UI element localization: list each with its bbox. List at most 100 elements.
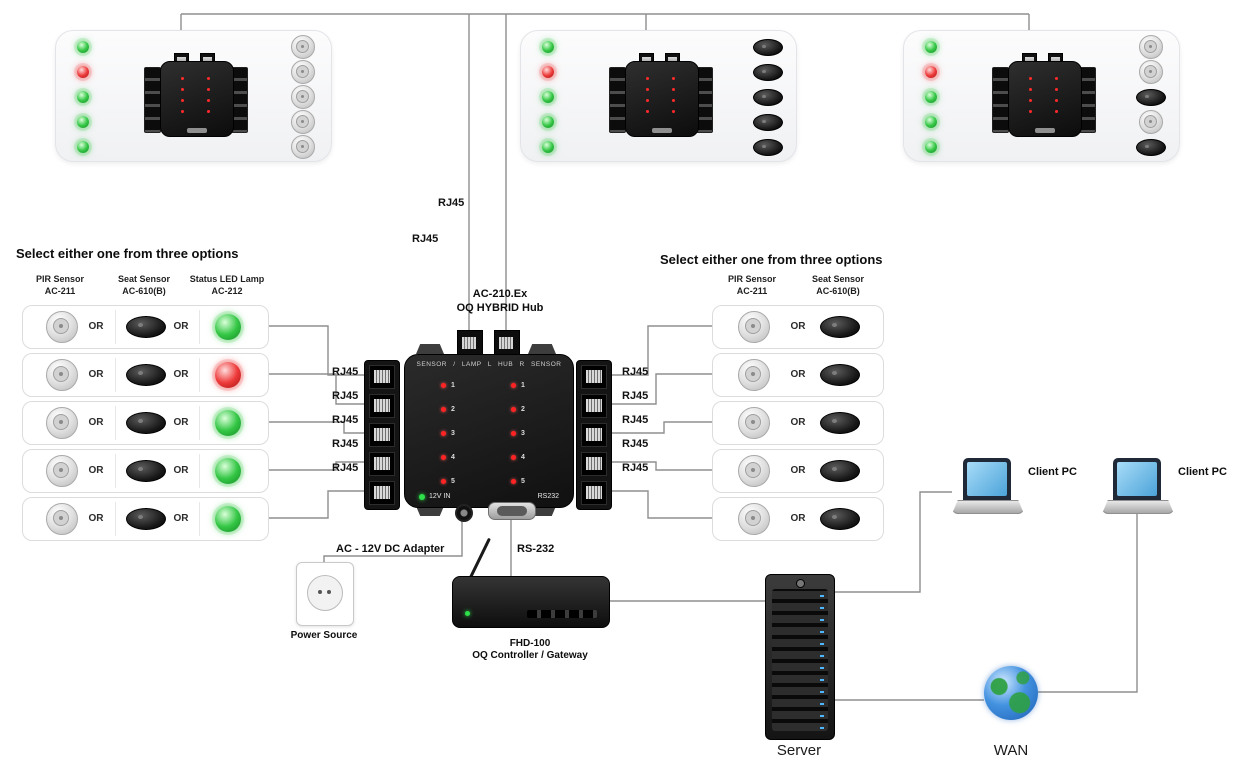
sensor-port-strip [609,67,626,133]
pir-sensor-icon [738,455,770,487]
status-led-icon [925,66,937,78]
rj45-label: RJ45 [622,414,649,426]
laptop-icon [1102,458,1174,522]
rj45-jack-icon [369,394,395,418]
rj45-label: RJ45 [622,366,649,378]
wan-globe-icon [984,666,1038,720]
status-led-icon [925,91,937,103]
red-led-icon [441,430,446,436]
hub-channel: 5 [441,477,455,485]
sensor-icon [1136,88,1166,106]
hub-channel: 1 [511,381,525,389]
sensor-icon [753,38,783,56]
or-label: OR [173,513,189,524]
mounting-tab [416,344,444,354]
seat-sensor-icon [126,412,166,434]
status-lamp-icon [215,506,241,532]
mini-hub-device [144,53,248,137]
status-led-icon [542,41,554,53]
pir-sensor-icon [46,311,78,343]
left-section-title: Select either one from three options [16,246,239,261]
sensor-icon [291,135,315,159]
status-led-icon [542,141,554,153]
red-led-icon [441,478,446,484]
sensor-panel-3 [903,30,1180,162]
or-label: OR [88,369,104,380]
or-label: OR [790,321,806,332]
or-label: OR [88,513,104,524]
status-led-icon [77,41,89,53]
sensor-port-strip [992,67,1009,133]
red-led-icon [441,454,446,460]
seat-sensor-icon [126,316,166,338]
pir-sensor-icon [738,359,770,391]
or-label: OR [173,369,189,380]
sensor-icon [753,113,783,131]
status-led-icon [925,116,937,128]
status-led-icon [542,91,554,103]
red-led-icon [511,454,516,460]
or-label: OR [88,465,104,476]
laptop-screen [1113,458,1161,500]
server-icon [765,574,835,740]
hub-channel: 3 [511,429,525,437]
divider [115,502,116,536]
rj45-label: RJ45 [622,462,649,474]
hub-channel: 2 [511,405,525,413]
client-pc-label: Client PC [1028,466,1077,478]
server-label: Server [776,742,822,759]
rj45-label: RJ45 [622,390,649,402]
power-source-label: Power Source [290,630,358,641]
divider [199,502,200,536]
pir-sensor-icon [46,455,78,487]
laptop-icon [952,458,1024,522]
or-label: OR [88,417,104,428]
right-section-title: Select either one from three options [660,252,883,267]
divider [199,358,200,392]
status-lamp-icon [215,362,241,388]
green-led-icon [419,493,425,500]
seat-sensor-icon [126,364,166,386]
rj45-jack-icon [369,423,395,447]
mini-hub-face [625,61,699,137]
rj45-jack-icon [369,452,395,476]
option-row: OR [712,305,884,349]
hub-panel-legend: SENSOR / LAMP L HUB R SENSOR [416,361,562,368]
sensor-icon [1139,110,1163,134]
or-label: OR [790,513,806,524]
gateway-model-label: FHD-100 [509,638,551,649]
server-leds [820,591,824,729]
rj45-label: RJ45 [438,197,465,209]
laptop-keyboard [952,500,1024,514]
seat-sensor-icon [820,316,860,338]
rj45-label: RJ45 [332,438,359,450]
option-row: OR OR [22,305,269,349]
divider [199,310,200,344]
mini-hub-face [160,61,234,137]
or-label: OR [790,369,806,380]
status-led-icon [77,91,89,103]
dc-jack-icon [455,504,473,522]
pir-sensor-icon [46,503,78,535]
seat-sensor-icon [820,460,860,482]
client-pc-label: Client PC [1178,466,1227,478]
sensor-port-strip [144,67,161,133]
rj45-jack-icon [369,365,395,389]
hub-model: AC-210.Ex [472,288,528,300]
rj45-jack-icon [581,481,607,505]
sensor-icon [291,60,315,84]
hub-channel: 1 [441,381,455,389]
left-port-strip [364,360,400,510]
rj45-jack-icon [581,452,607,476]
divider [115,406,116,440]
rj45-label: RJ45 [332,390,359,402]
option-row: OR OR [22,449,269,493]
divider [115,358,116,392]
right-port-strip [576,360,612,510]
option-row: OR [712,353,884,397]
status-led-icon [925,141,937,153]
